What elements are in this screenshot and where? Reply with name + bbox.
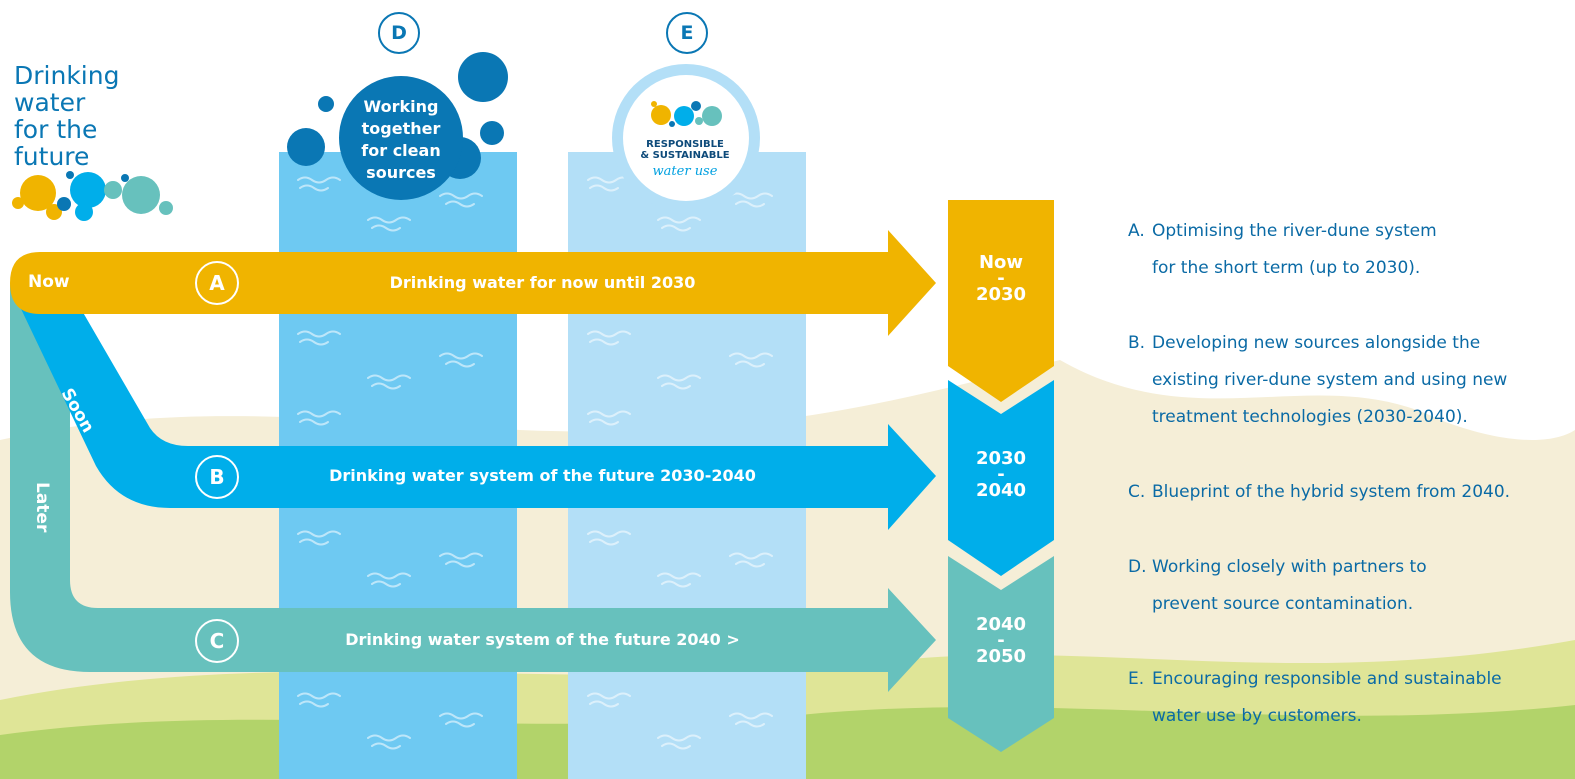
logo-bubbles — [12, 171, 173, 221]
period-a-start: Now — [978, 252, 1024, 273]
period-c: 2040 - 2050 — [950, 615, 1052, 667]
legend-line: prevent source contamination. — [1152, 594, 1414, 614]
legend-line: existing river-dune system and using new — [1152, 370, 1508, 390]
period-block-c — [948, 556, 1054, 752]
arrow-b-label: Drinking water system of the future 2030… — [329, 466, 756, 485]
period-block-a — [948, 200, 1054, 402]
legend-key: D. — [1128, 557, 1147, 577]
period-c-start: 2040 — [975, 614, 1027, 635]
logo: Drinking water for the future — [14, 62, 119, 170]
legend-line: water use by customers. — [1152, 706, 1362, 726]
legend-line: Optimising the river-dune system — [1152, 221, 1437, 241]
wave-marks — [297, 176, 773, 750]
pillar-e-badge-bubbles — [651, 101, 722, 127]
logo-line: Drinking — [14, 61, 120, 90]
pillar-d-title-line: for clean — [361, 141, 441, 160]
logo-line: future — [14, 142, 90, 171]
legend-line: treatment technologies (2030-2040). — [1152, 407, 1468, 427]
arrow-c-label: Drinking water system of the future 2040… — [345, 630, 740, 649]
arrow-a — [10, 230, 936, 336]
pillar-e-badge-line: RESPONSIBLE — [646, 139, 724, 150]
period-b-sep: - — [997, 464, 1005, 485]
pillar-e-letter: E — [666, 12, 708, 54]
period-b: 2030 - 2040 — [950, 449, 1052, 501]
period-a: Now - 2030 — [950, 253, 1052, 305]
legend-line: Blueprint of the hybrid system from 2040… — [1152, 482, 1511, 502]
pillar-d-letter: D — [378, 12, 420, 54]
pillar-e-badge-script: water use — [652, 164, 718, 179]
period-b-start: 2030 — [975, 448, 1027, 469]
legend-line: Working closely with partners to — [1152, 557, 1427, 577]
legend-item-d: D. Working closely with partners to prev… — [1128, 549, 1568, 623]
legend: A. Optimising the river-dune system for … — [1128, 213, 1568, 773]
legend-key: E. — [1128, 669, 1145, 689]
legend-line: Developing new sources alongside the — [1152, 333, 1481, 353]
period-block-b — [948, 380, 1054, 576]
period-c-end: 2050 — [975, 646, 1027, 667]
legend-line: Encouraging responsible and sustainable — [1152, 669, 1502, 689]
legend-key: A. — [1128, 221, 1145, 241]
legend-key: C. — [1128, 482, 1146, 502]
arrow-c — [10, 283, 936, 692]
legend-key: B. — [1128, 333, 1146, 353]
pillar-d-title-line: Working — [363, 97, 439, 116]
pillar-e-badge-text: RESPONSIBLE & SUSTAINABLE — [622, 139, 748, 161]
pillar-e-badge-line: & SUSTAINABLE — [640, 150, 730, 161]
legend-item-e: E. Encouraging responsible and sustainab… — [1128, 661, 1568, 735]
arrow-b-letter: B — [195, 455, 239, 499]
arrow-b — [12, 290, 936, 530]
pillar-e-badge — [623, 75, 749, 201]
logo-line: water — [14, 88, 86, 117]
logo-line: for the — [14, 115, 98, 144]
period-a-sep: - — [997, 268, 1005, 289]
pillar-d-title: Working together for clean sources — [344, 96, 458, 184]
arrow-a-letter: A — [195, 261, 239, 305]
pillar-d-title-line: sources — [366, 163, 436, 182]
period-b-end: 2040 — [975, 480, 1027, 501]
stage-label-later: Later — [32, 482, 52, 533]
stage-label-now: Now — [28, 272, 70, 292]
pillar-d-title-line: together — [361, 119, 441, 138]
period-a-end: 2030 — [975, 284, 1027, 305]
arrow-c-letter: C — [195, 619, 239, 663]
arrow-a-label: Drinking water for now until 2030 — [389, 273, 696, 292]
legend-item-c: C. Blueprint of the hybrid system from 2… — [1128, 474, 1568, 511]
pillar-d-bubbles — [287, 52, 508, 200]
legend-line: for the short term (up to 2030). — [1152, 258, 1421, 278]
period-c-sep: - — [997, 630, 1005, 651]
legend-item-a: A. Optimising the river-dune system for … — [1128, 213, 1568, 287]
legend-item-b: B. Developing new sources alongside the … — [1128, 325, 1568, 436]
